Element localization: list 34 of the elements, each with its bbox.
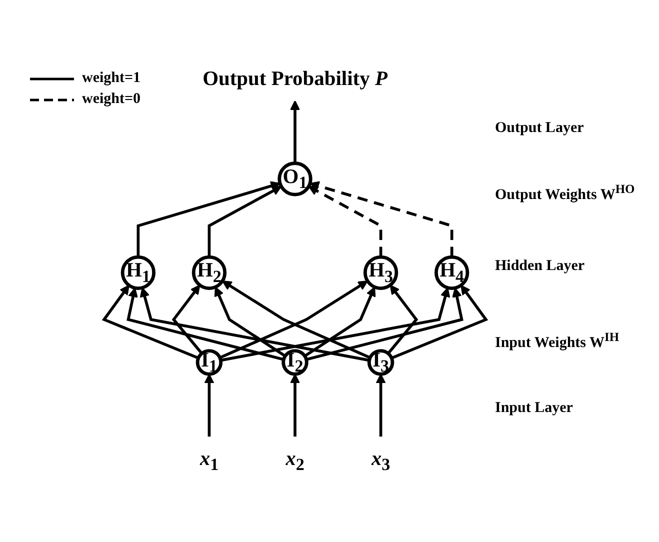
node-circle: H$_{4}$ <box>434 255 470 290</box>
node-text: x$_{1}$ <box>200 446 219 475</box>
arrow <box>310 181 454 258</box>
layer-label: Input Layer <box>495 400 573 417</box>
arrow <box>126 288 284 361</box>
node-circle: O$_{1}$ <box>278 162 312 196</box>
arrow <box>391 284 488 360</box>
arrow <box>306 288 464 361</box>
layer-label: Input Weights W$^{IH}$ <box>495 330 620 352</box>
arrow <box>308 186 382 258</box>
arrow <box>204 374 214 437</box>
arrow <box>304 286 376 358</box>
arrow <box>136 181 280 258</box>
arrow <box>220 287 450 362</box>
node-circle: H$_{2}$ <box>192 255 227 290</box>
arrow <box>102 284 199 360</box>
node-circle: H$_{1}$ <box>120 255 156 290</box>
arrow <box>376 374 386 437</box>
arrow <box>387 284 418 354</box>
node-circle: H$_{3}$ <box>363 255 398 290</box>
arrow <box>290 100 300 164</box>
layer-label: Output Weights W$^{HO}$ <box>495 182 635 204</box>
node-text: x$_{3}$ <box>371 446 390 475</box>
arrow <box>214 286 286 358</box>
layer-label: Hidden Layer <box>495 258 585 275</box>
arrow <box>290 374 300 437</box>
node-text: x$_{2}$ <box>286 446 304 475</box>
arrow <box>140 287 370 362</box>
arrow <box>208 186 282 258</box>
arrow <box>172 284 203 354</box>
legend-text: weight=1 <box>82 70 141 87</box>
node-text: Output Probability P <box>202 66 388 90</box>
legend-text: weight=0 <box>82 91 141 108</box>
layer-label: Output Layer <box>495 120 584 137</box>
